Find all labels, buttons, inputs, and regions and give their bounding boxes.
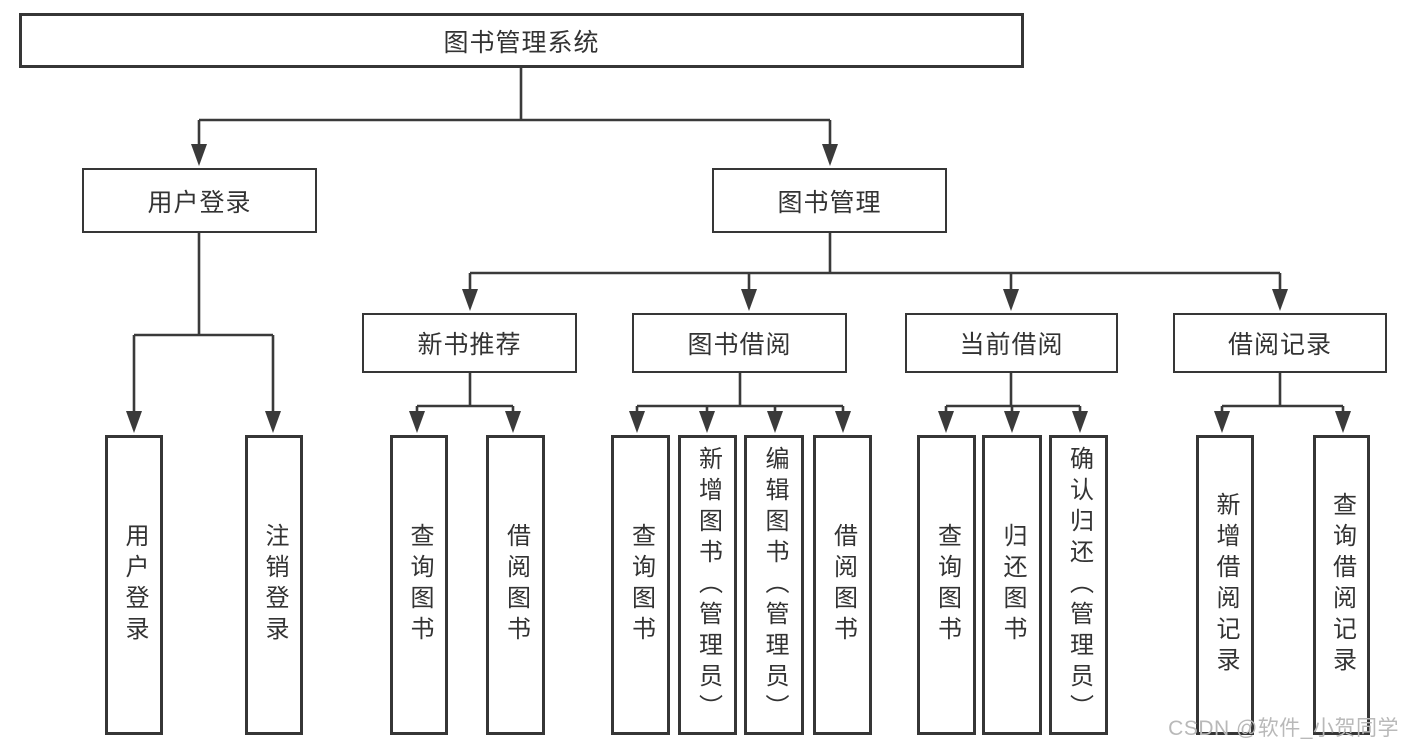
leaf-user-login-label: 用户登录 <box>121 523 148 647</box>
node-book-borrow: 图书借阅 <box>632 313 847 373</box>
leaf-borrow-books: 借阅图书 <box>813 435 872 735</box>
leaf-return-book-label: 归还图书 <box>999 523 1026 647</box>
node-root: 图书管理系统 <box>19 13 1024 68</box>
leaf-borrow-books-label: 借阅图书 <box>829 523 857 647</box>
leaf-query-books-current: 查询图书 <box>917 435 976 735</box>
leaf-add-book-admin-label: 新增图书（管理员） <box>694 445 722 725</box>
node-current-borrow-label: 当前借阅 <box>959 331 1064 359</box>
node-current-borrow: 当前借阅 <box>905 313 1118 373</box>
leaf-query-books-borrow: 查询图书 <box>611 435 670 735</box>
leaf-edit-book-admin: 编辑图书（管理员） <box>744 435 804 735</box>
leaf-logout: 注销登录 <box>245 435 303 735</box>
node-book-management-label: 图书管理 <box>777 188 882 217</box>
node-book-borrow-label: 图书借阅 <box>687 331 792 359</box>
leaf-user-login: 用户登录 <box>105 435 163 735</box>
node-user-login-label: 用户登录 <box>147 188 252 217</box>
leaf-query-borrow-record: 查询借阅记录 <box>1313 435 1370 735</box>
leaf-add-borrow-record: 新增借阅记录 <box>1196 435 1254 735</box>
node-root-label: 图书管理系统 <box>443 28 600 57</box>
leaf-confirm-return-admin-label: 确认归还（管理员） <box>1065 445 1093 725</box>
leaf-add-book-admin: 新增图书（管理员） <box>678 435 737 735</box>
leaf-query-books-recommend-label: 查询图书 <box>406 523 433 647</box>
leaf-logout-label: 注销登录 <box>261 523 288 647</box>
leaf-add-borrow-record-label: 新增借阅记录 <box>1212 492 1239 678</box>
leaf-return-book: 归还图书 <box>982 435 1042 735</box>
leaf-query-borrow-record-label: 查询借阅记录 <box>1328 492 1356 678</box>
leaf-borrow-books-recommend: 借阅图书 <box>486 435 545 735</box>
leaf-query-books-borrow-label: 查询图书 <box>627 523 655 647</box>
node-new-book-recommend: 新书推荐 <box>362 313 577 373</box>
leaf-query-books-recommend: 查询图书 <box>390 435 448 735</box>
watermark: CSDN @软件_小贺同学 <box>1168 717 1399 740</box>
leaf-confirm-return-admin: 确认归还（管理员） <box>1049 435 1108 735</box>
node-book-management: 图书管理 <box>712 168 947 233</box>
node-user-login: 用户登录 <box>82 168 317 233</box>
leaf-edit-book-admin-label: 编辑图书（管理员） <box>761 445 788 725</box>
node-borrow-records-label: 借阅记录 <box>1227 331 1332 359</box>
leaf-borrow-books-recommend-label: 借阅图书 <box>502 523 530 647</box>
node-new-book-recommend-label: 新书推荐 <box>417 331 522 359</box>
node-borrow-records: 借阅记录 <box>1173 313 1387 373</box>
leaf-query-books-current-label: 查询图书 <box>933 523 961 647</box>
